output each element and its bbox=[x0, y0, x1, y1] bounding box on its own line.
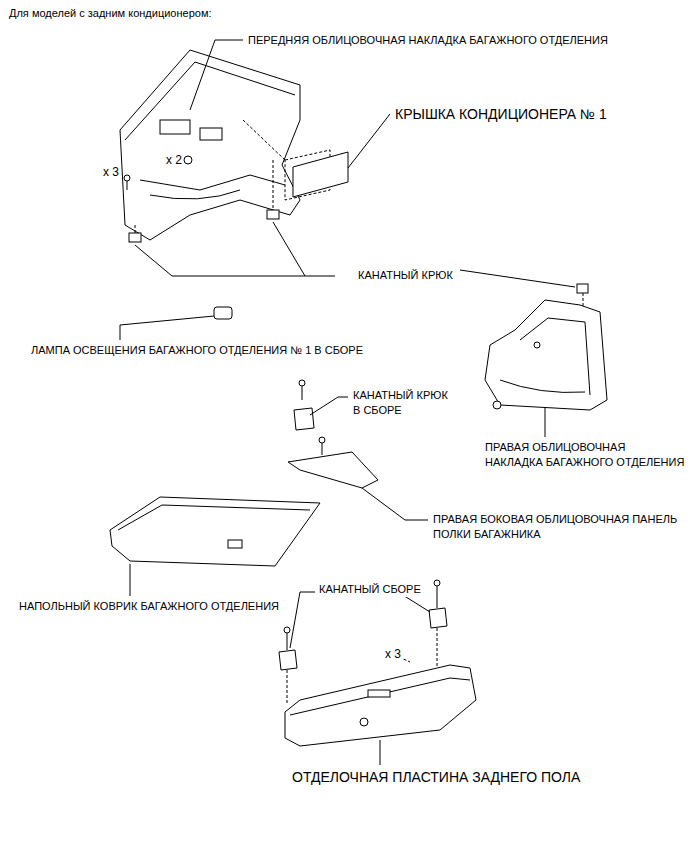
part-label: КАНАТНЫЙ КРЮК bbox=[357, 268, 454, 283]
part-label: КАНАТНЫЙ СБОРЕ bbox=[318, 582, 422, 597]
part-label: ЛАМПА ОСВЕЩЕНИЯ БАГАЖНОГО ОТДЕЛЕНИЯ № 1 … bbox=[30, 343, 364, 358]
part-label: КАНАТНЫЙ КРЮК В СБОРЕ bbox=[352, 388, 459, 418]
part-label: ПЕРЕДНЯЯ ОБЛИЦОВОЧНАЯ НАКЛАДКА БАГАЖНОГО… bbox=[247, 33, 609, 48]
quantity-label: x 3 bbox=[102, 164, 120, 180]
quantity-label: x 2 bbox=[165, 152, 183, 168]
part-label: НАПОЛЬНЫЙ КОВРИК БАГАЖНОГО ОТДЕЛЕНИЯ bbox=[18, 599, 280, 614]
part-label: ПРАВАЯ ОБЛИЦОВОЧНАЯ НАКЛАДКА БАГАЖНОГО О… bbox=[484, 440, 686, 470]
part-label: КРЫШКА КОНДИЦИОНЕРА № 1 bbox=[394, 105, 608, 124]
part-label: ОТДЕЛОЧНАЯ ПЛАСТИНА ЗАДНЕГО ПОЛА bbox=[291, 768, 581, 787]
note-title: Для моделей с задним кондиционером: bbox=[8, 6, 213, 21]
part-label: ПРАВАЯ БОКОВАЯ ОБЛИЦОВОЧНАЯ ПАНЕЛЬ ПОЛКИ… bbox=[432, 512, 679, 542]
quantity-label: x 3 bbox=[384, 646, 402, 662]
